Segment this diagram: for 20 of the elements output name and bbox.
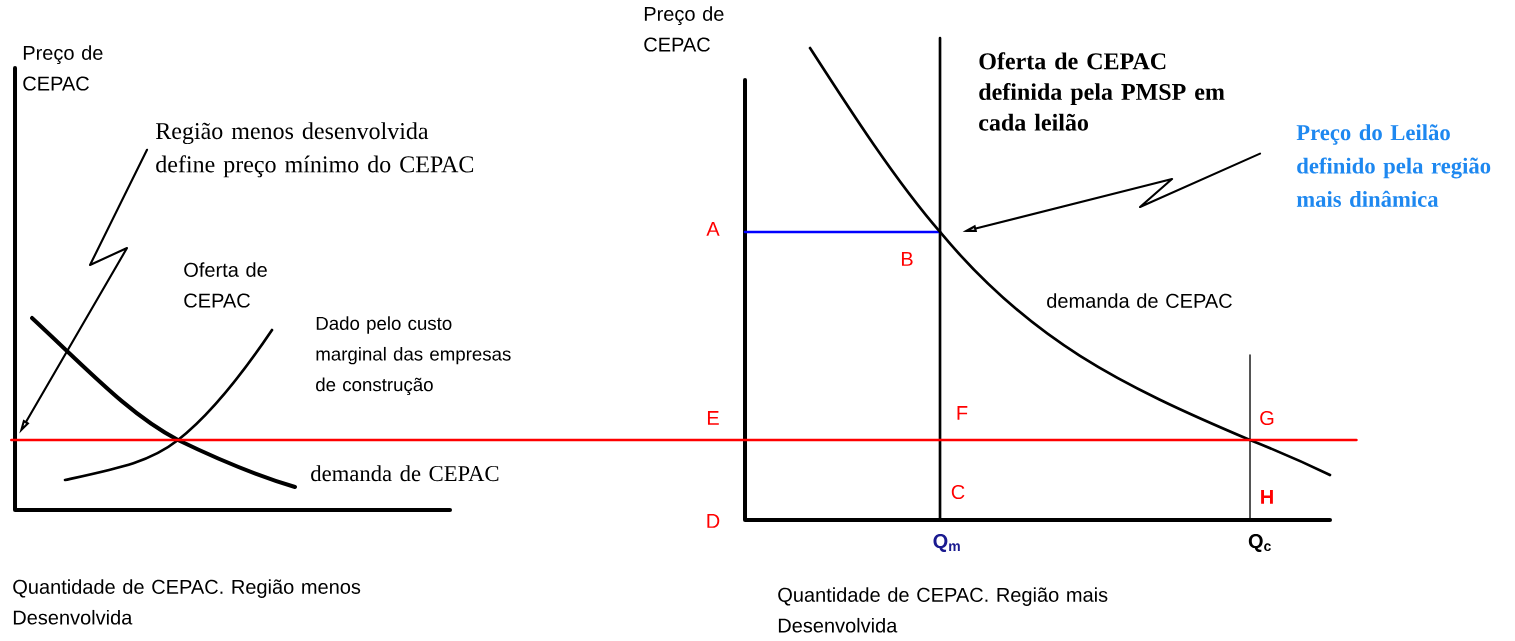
point-label: D xyxy=(707,514,720,528)
annotation: Oferta de CEPAC definida pela PMSP em cada leilão xyxy=(979,52,1225,131)
axis-label: Quantidade de CEPAC. Região menos Desenvolvida xyxy=(13,579,361,625)
price-line xyxy=(10,438,1358,442)
annotation: Preço do Leilão definido pela região mais dinâmica xyxy=(1296,124,1491,207)
axis-label: Quantidade de CEPAC. Região mais Desenvolvida xyxy=(778,587,1108,633)
point-label: H xyxy=(1261,490,1273,504)
point-label: C xyxy=(951,484,965,500)
curve-label: Oferta de CEPAC xyxy=(184,262,267,308)
axis-tick-label: Q$_{c}$ xyxy=(1248,534,1271,552)
axis-label: Preço de CEPAC xyxy=(644,6,724,52)
axis-label: Preço de CEPAC xyxy=(23,45,103,91)
curve-label: demanda de CEPAC xyxy=(311,465,499,482)
annotation: Região menos desenvolvida define preço mínimo do CEPAC xyxy=(155,122,474,178)
annotation: Dado pelo custo marginal das empresas de construção xyxy=(316,316,511,396)
point-label: B xyxy=(901,252,913,266)
curve-label: demanda de CEPAC xyxy=(1047,293,1232,308)
axis-tick-label: Q$_{m}$ xyxy=(933,534,960,552)
point-label: A xyxy=(706,222,720,236)
point-label: F xyxy=(957,406,968,420)
